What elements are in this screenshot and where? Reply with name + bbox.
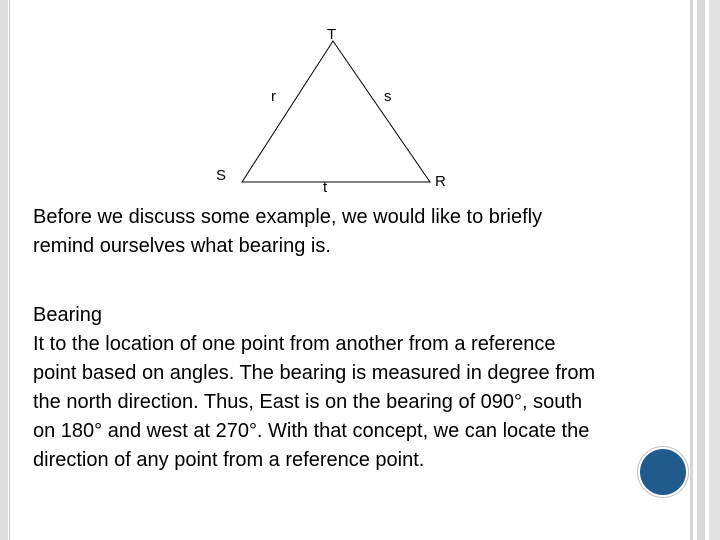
side-label-r: r — [271, 88, 276, 105]
left-border-line — [9, 0, 10, 540]
slide-corner-dot — [640, 449, 686, 495]
intro-text: Before we discuss some example, we would… — [33, 206, 543, 257]
right-border-strip-inner — [690, 0, 693, 540]
left-border-strip — [0, 0, 8, 540]
vertex-label-r: R — [435, 173, 446, 190]
vertex-label-t: T — [327, 26, 336, 43]
intro-paragraph: Before we discuss some example, we would… — [33, 203, 603, 261]
right-border-strip-middle — [697, 0, 705, 540]
side-label-t: t — [323, 179, 328, 196]
right-border-strip-outer — [709, 0, 720, 540]
bearing-body: It to the location of one point from ano… — [33, 333, 596, 471]
vertex-label-s: S — [216, 167, 226, 184]
triangle-srt — [241, 40, 431, 183]
side-label-s: s — [384, 88, 392, 105]
bearing-section: Bearing It to the location of one point … — [33, 301, 603, 475]
bearing-heading: Bearing — [33, 304, 102, 326]
